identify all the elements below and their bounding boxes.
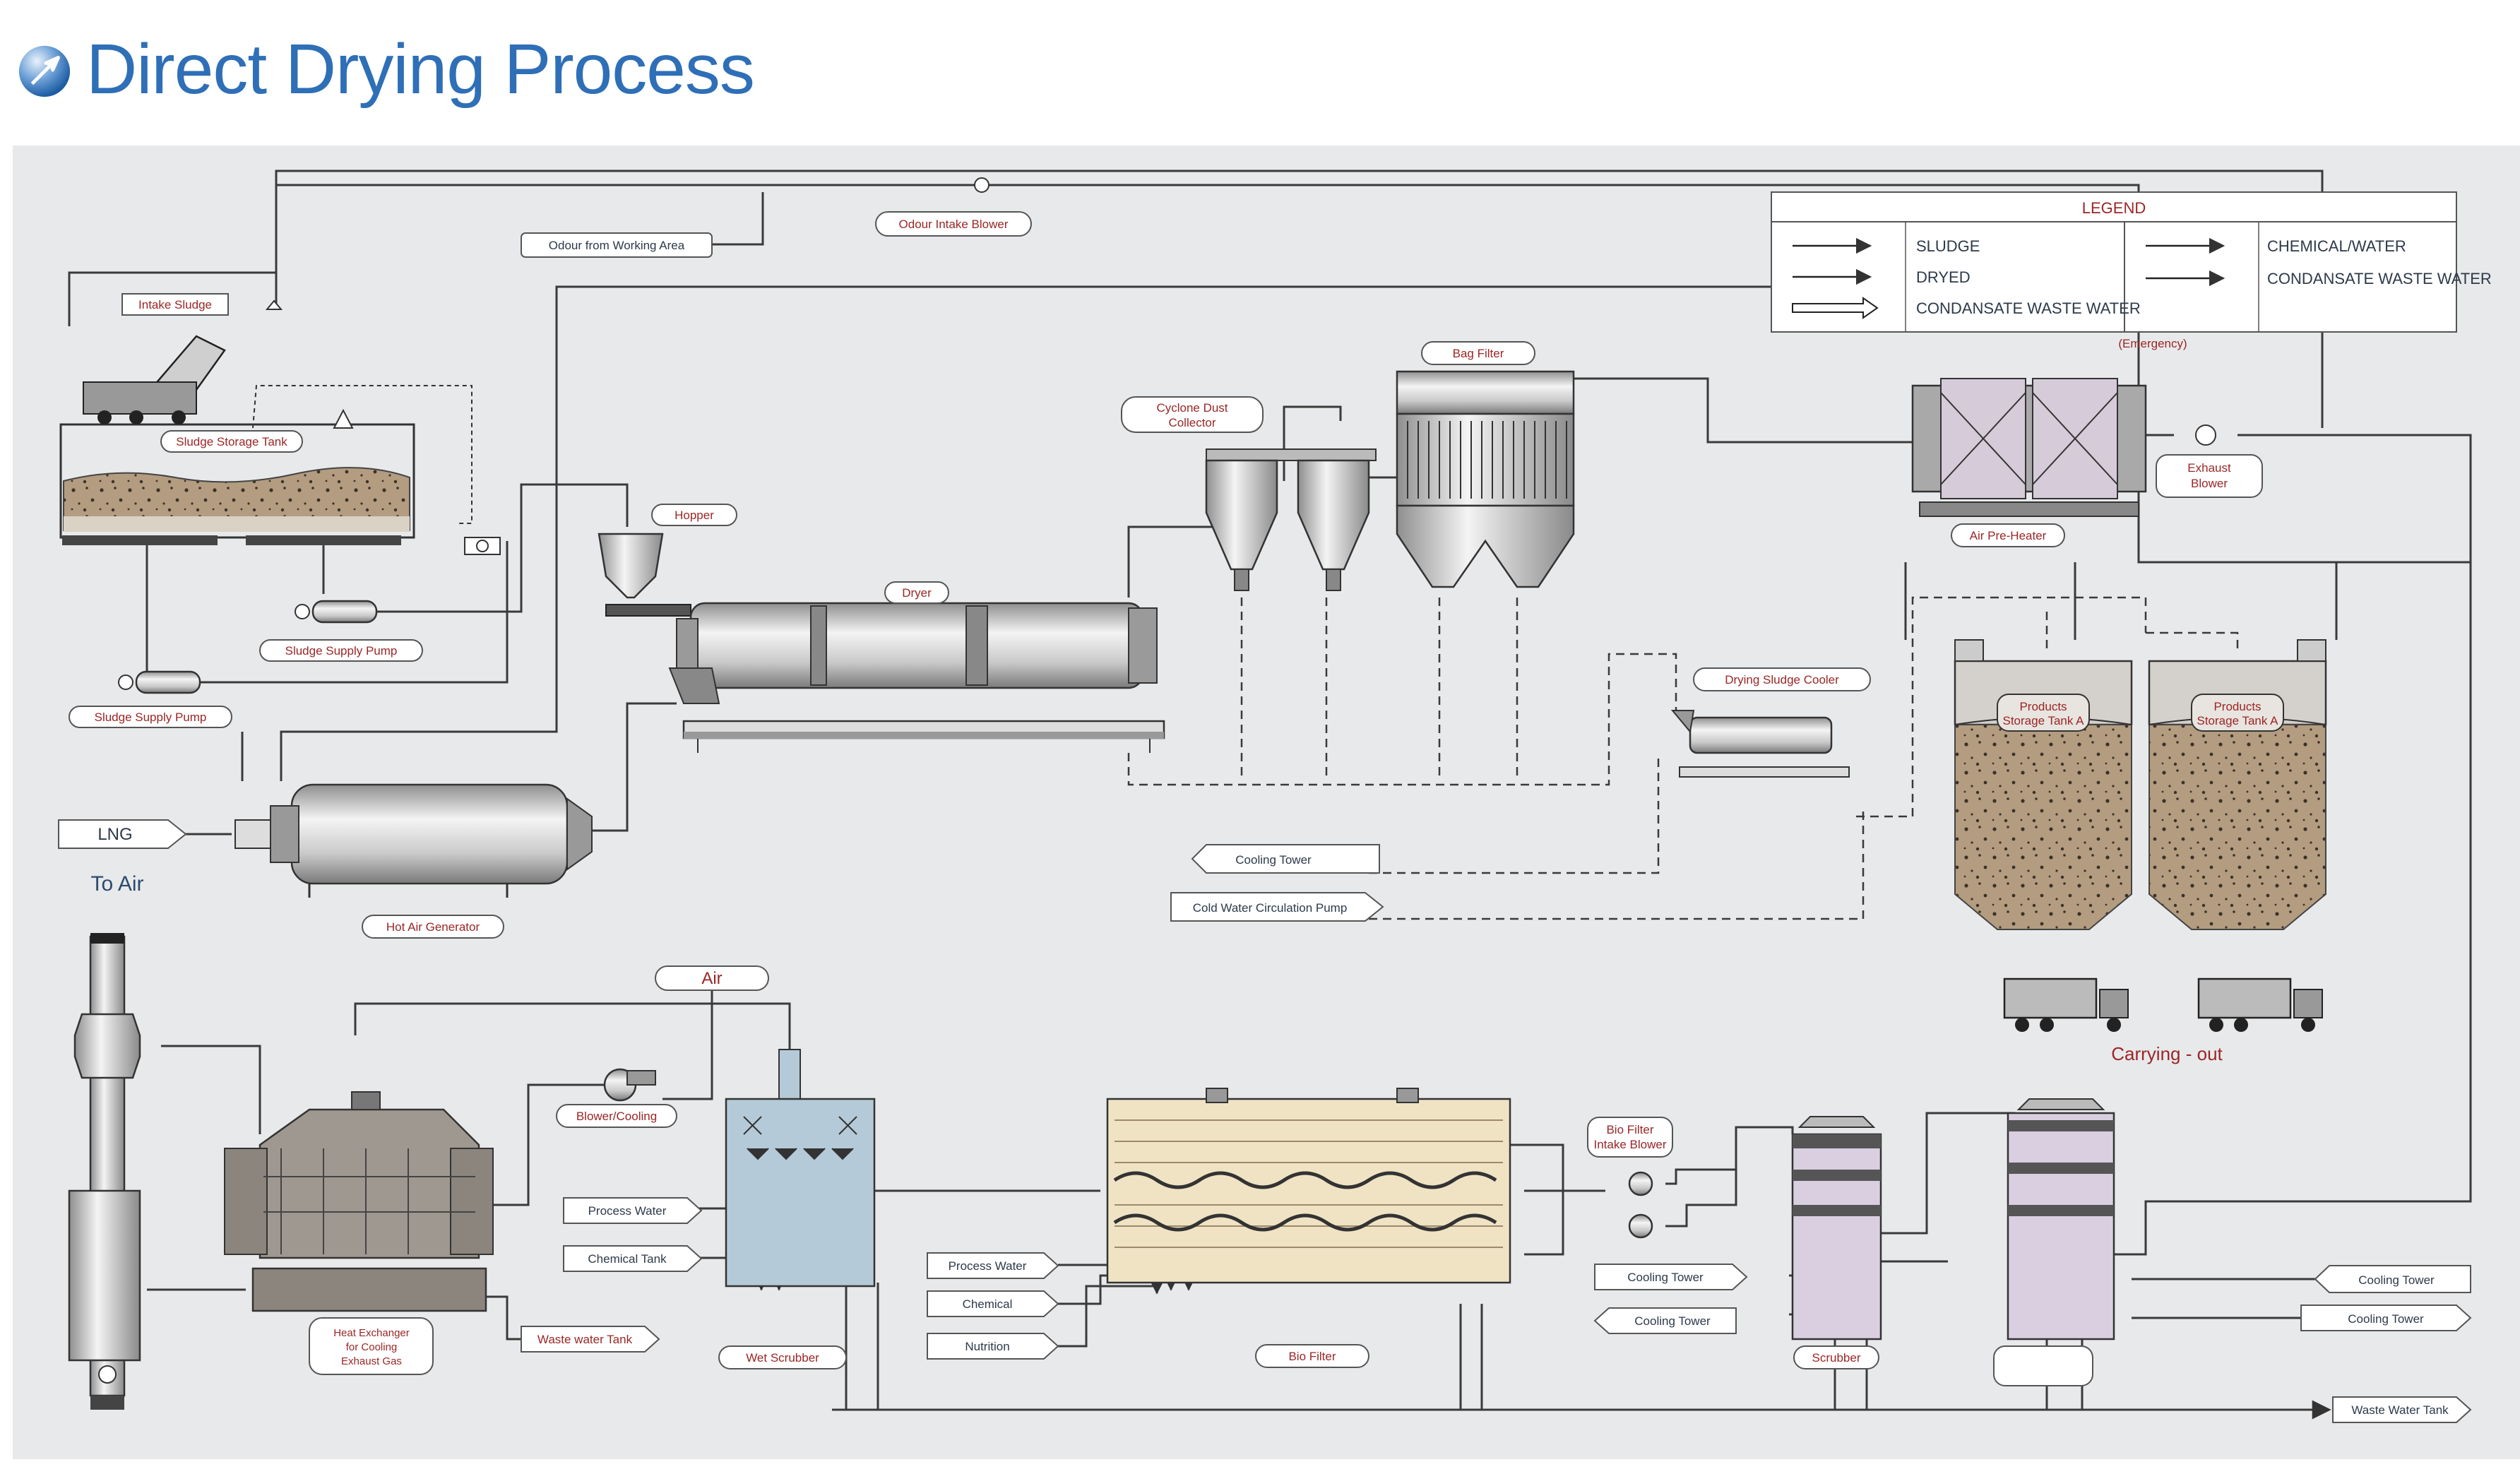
label-cyclone-line2: Collector	[1168, 416, 1216, 429]
cyclone-dust-collector	[1205, 448, 1377, 591]
label-waste-water-tank-2: Waste Water Tank	[2351, 1403, 2449, 1417]
label-products-tank-b-line1: Products	[2213, 700, 2261, 713]
label-chemical: Chemical	[963, 1297, 1013, 1311]
label-wet-scrubber: Wet Scrubber	[746, 1351, 819, 1365]
air-pre-heater	[1911, 378, 2216, 517]
label-process-water-2: Process Water	[949, 1259, 1027, 1273]
page-title: Direct Drying Process	[86, 30, 755, 109]
label-heat-exchanger-line3: Exhaust Gas	[341, 1355, 402, 1367]
label-lng: LNG	[97, 825, 132, 844]
exhaust-stack	[68, 933, 141, 1410]
hopper	[598, 533, 691, 617]
label-intake-sludge: Intake Sludge	[138, 298, 212, 311]
legend-item-sludge: SLUDGE	[1916, 237, 1980, 255]
rotary-dryer	[668, 602, 1165, 753]
labels: Odour from Working Area Odour Intake Blo…	[58, 177, 2472, 1423]
label-air: Air	[701, 969, 722, 988]
sludge-supply-pump-2	[118, 670, 201, 694]
label-waste-water-tank-1: Waste water Tank	[537, 1333, 633, 1346]
label-bio-filter: Bio Filter	[1288, 1350, 1336, 1363]
label-products-tank-a-line1: Products	[2019, 700, 2067, 713]
label-nutrition: Nutrition	[965, 1340, 1009, 1353]
label-cooling-tower-d: Cooling Tower	[2348, 1312, 2424, 1326]
products-storage-tank-b	[2148, 639, 2327, 930]
label-chemical-tank: Chemical Tank	[588, 1252, 667, 1266]
products-storage-tank-a	[1954, 639, 2133, 930]
odour-intake-blower-icon	[974, 177, 989, 193]
page-header: Direct Drying Process	[0, 0, 2520, 141]
arrow-logo-icon	[18, 45, 71, 97]
label-bag-filter: Bag Filter	[1453, 347, 1504, 360]
label-bio-filter-blower-line1: Bio Filter	[1606, 1123, 1653, 1136]
label-emergency: (Emergency)	[2118, 337, 2187, 350]
bag-filter	[1396, 370, 1575, 588]
label-products-tank-b-line2: Storage Tank A	[2197, 714, 2279, 727]
scrubber-large	[2007, 1098, 2115, 1341]
label-scrubber-small: Scrubber	[1812, 1351, 1861, 1365]
wet-scrubber	[725, 1049, 876, 1288]
carry-out-truck-2	[2197, 977, 2323, 1032]
legend-item-condensate: CONDANSATE WASTE WATER	[1916, 299, 2141, 317]
bio-filter	[1106, 1088, 1511, 1284]
label-drying-sludge-cooler: Drying Sludge Cooler	[1725, 673, 1839, 687]
label-bio-filter-blower-line2: Intake Blower	[1594, 1138, 1667, 1151]
drying-sludge-cooler	[1670, 710, 1850, 778]
label-heat-exchanger-line1: Heat Exchanger	[333, 1327, 410, 1339]
hot-air-generator	[234, 783, 593, 898]
label-cooling-tower-b: Cooling Tower	[1634, 1314, 1711, 1328]
label-hot-air-generator: Hot Air Generator	[386, 920, 480, 934]
legend-title: LEGEND	[2082, 199, 2146, 217]
label-heat-exchanger-line2: for Cooling	[346, 1341, 398, 1353]
label-cold-water-pump: Cold Water Circulation Pump	[1193, 901, 1348, 915]
sludge-storage-tank	[59, 299, 501, 555]
legend-item-dryed: DRYED	[1916, 268, 1971, 286]
label-exhaust-line1: Exhaust	[2187, 461, 2231, 475]
legend-item-condensate-2: CONDANSATE WASTE WATER	[2267, 270, 2492, 287]
sludge-supply-pump-1	[295, 600, 378, 624]
label-cooling-tower-main: Cooling Tower	[1235, 853, 1312, 867]
label-to-air: To Air	[90, 872, 143, 896]
label-cyclone-line1: Cyclone Dust	[1156, 401, 1228, 415]
label-sludge-supply-pump-1: Sludge Supply Pump	[285, 644, 398, 658]
heat-exchanger	[224, 1091, 494, 1312]
label-blower-cooling: Blower/Cooling	[576, 1110, 657, 1123]
label-odour-working-area: Odour from Working Area	[549, 239, 685, 252]
label-hopper: Hopper	[674, 509, 714, 522]
label-carrying-out: Carrying - out	[2111, 1043, 2223, 1064]
bio-filter-intake-blower	[1628, 1171, 1653, 1239]
scrubber-small	[1791, 1116, 1882, 1341]
legend: LEGEND SLUDGE DRYED CONDANSATE WASTE WAT…	[1771, 191, 2492, 333]
label-process-water-1: Process Water	[588, 1204, 667, 1218]
label-air-pre-heater: Air Pre-Heater	[1970, 529, 2047, 542]
label-cooling-tower-a: Cooling Tower	[1627, 1271, 1704, 1284]
label-dryer: Dryer	[902, 586, 932, 600]
process-diagram: LEGEND SLUDGE DRYED CONDANSATE WASTE WAT…	[13, 145, 2520, 1459]
label-products-tank-a-line2: Storage Tank A	[2003, 714, 2085, 727]
carry-out-truck-1	[2003, 977, 2129, 1032]
dried-product-lines	[1127, 596, 2239, 920]
legend-item-chemical-water: CHEMICAL/WATER	[2267, 237, 2406, 255]
label-odour-intake-blower: Odour Intake Blower	[899, 218, 1009, 231]
label-cooling-tower-c: Cooling Tower	[2358, 1273, 2435, 1287]
blower-cooling-fan	[603, 1068, 656, 1102]
label-sludge-storage-tank: Sludge Storage Tank	[176, 435, 287, 448]
label-exhaust-line2: Blower	[2191, 477, 2228, 490]
label-sludge-supply-pump-2: Sludge Supply Pump	[95, 711, 207, 724]
